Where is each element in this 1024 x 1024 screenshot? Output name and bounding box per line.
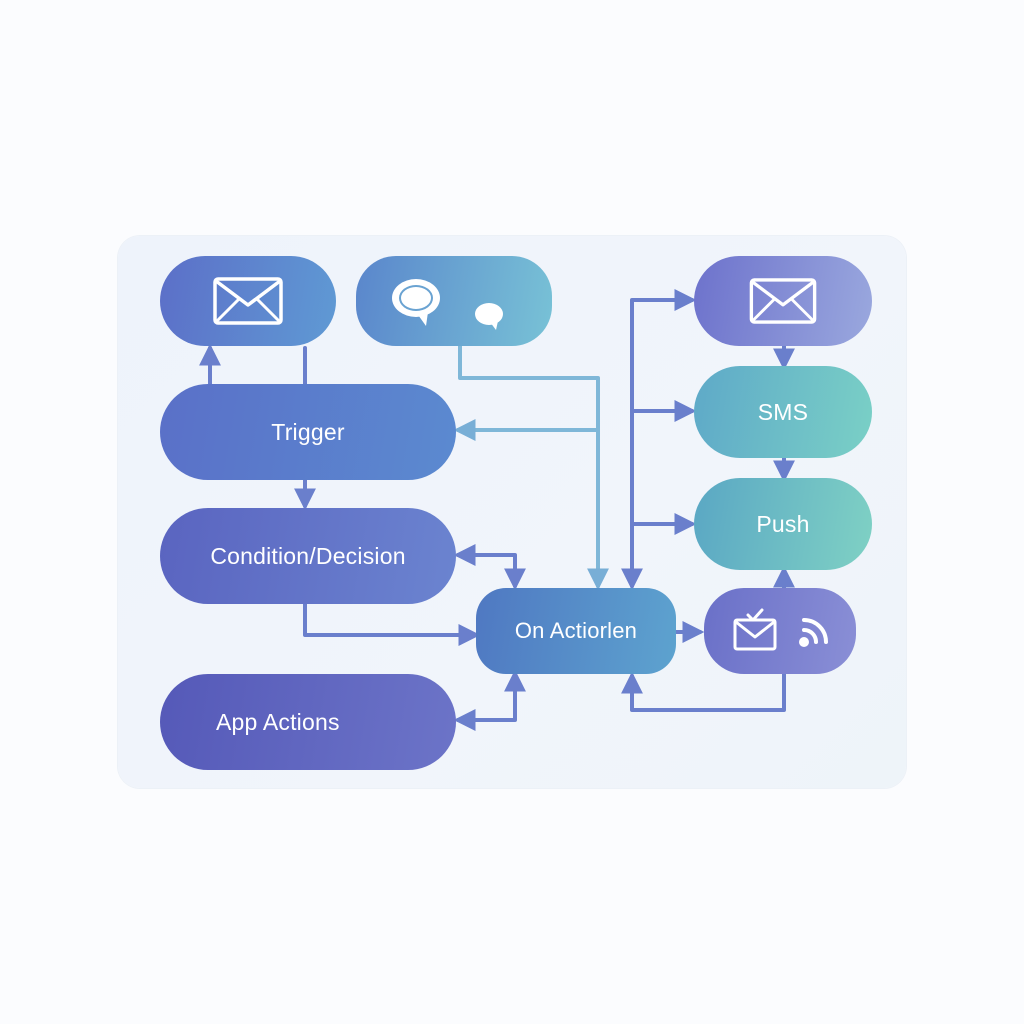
on-action-label: On Actiorlen [514, 618, 638, 643]
app-actions-node[interactable]: App Actions [160, 674, 456, 770]
sms-node[interactable]: SMS [694, 366, 872, 458]
chat-node[interactable] [356, 256, 552, 346]
sms-label: SMS [757, 398, 809, 425]
multi-channel-node[interactable] [704, 588, 856, 674]
envelope-icon [213, 277, 283, 325]
app-actions-label: App Actions [216, 708, 340, 735]
signal-icon [799, 618, 828, 647]
push-node[interactable]: Push [694, 478, 872, 570]
condition-label: Condition/Decision [210, 542, 406, 569]
on-action-node[interactable]: On Actiorlen [476, 588, 676, 674]
trigger-label: Trigger [271, 418, 345, 445]
chat-bubbles-icon [392, 279, 503, 330]
envelope-icon [749, 278, 817, 324]
envelope-check-icon [733, 608, 777, 651]
trigger-node[interactable]: Trigger [160, 384, 456, 480]
email-node-right[interactable] [694, 256, 872, 346]
email-node-top[interactable] [160, 256, 336, 346]
condition-node[interactable]: Condition/Decision [160, 508, 456, 604]
push-label: Push [756, 510, 810, 537]
